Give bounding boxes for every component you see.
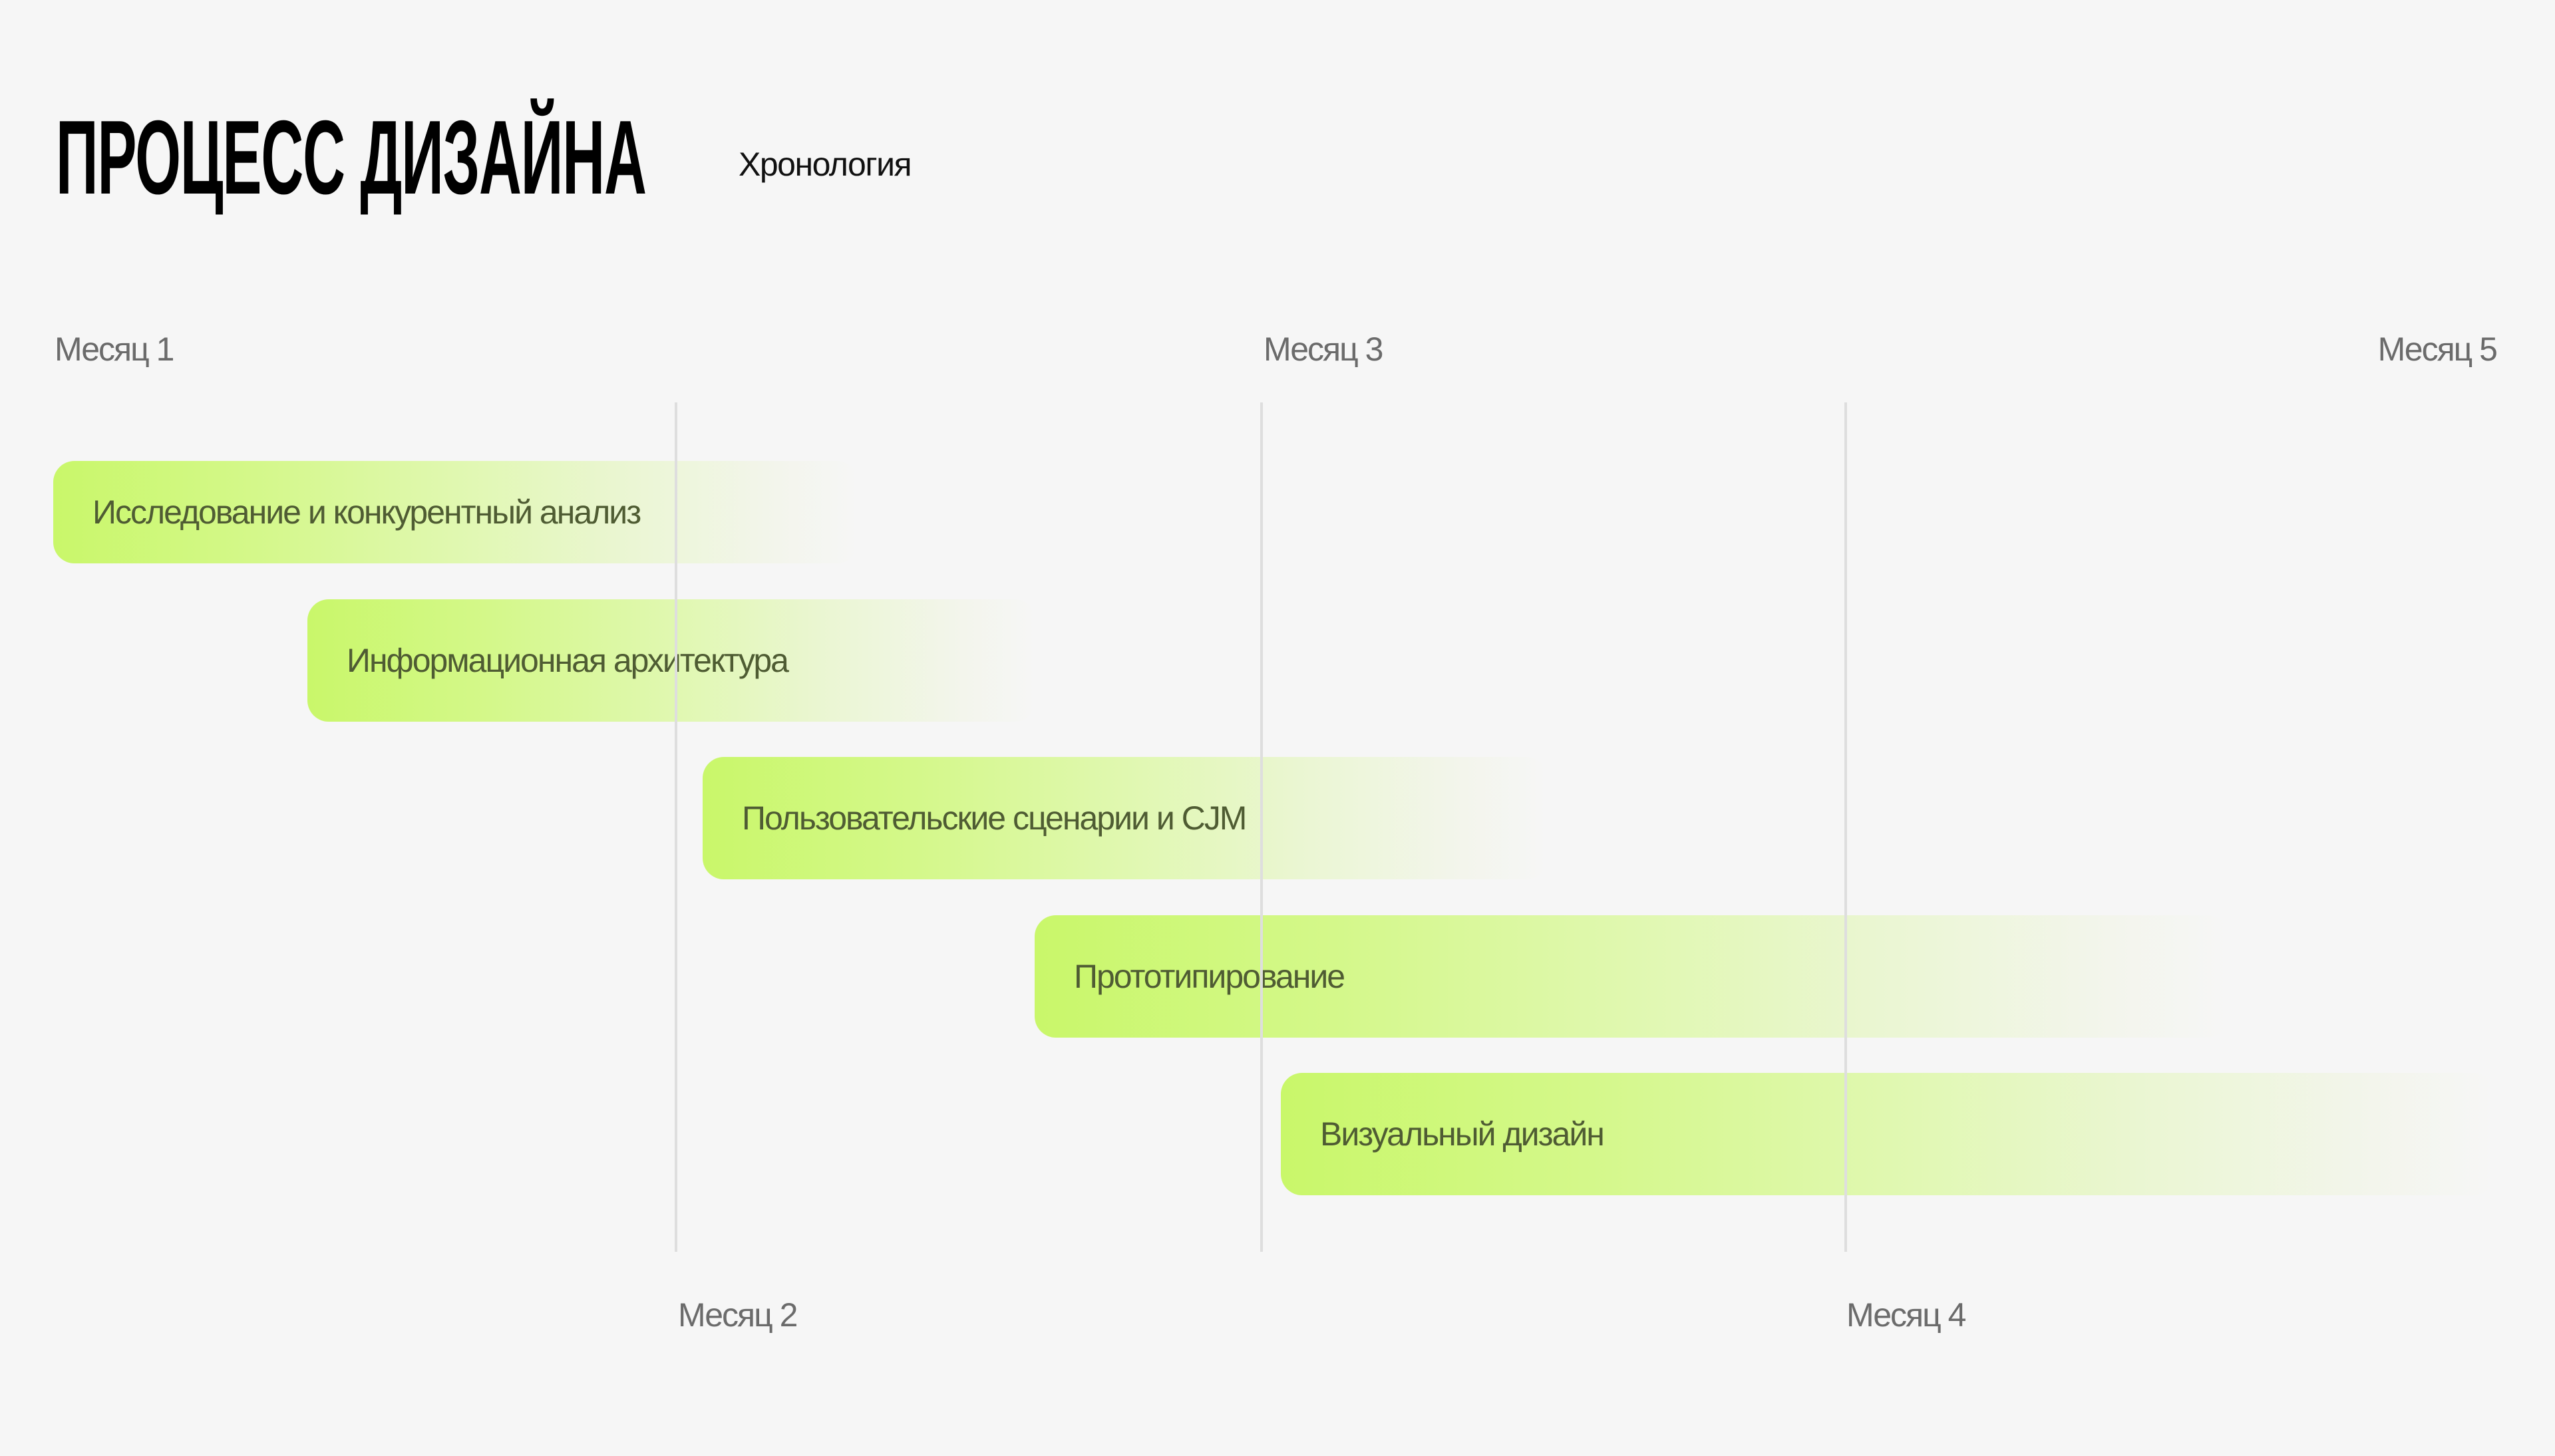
task-label: Информационная архитектура bbox=[347, 642, 789, 679]
task-label: Исследование и конкурентный анализ bbox=[92, 494, 641, 531]
month-label-2: Месяц 2 bbox=[678, 1296, 798, 1334]
task-bar-visual-design[interactable]: Визуальный дизайн bbox=[1281, 1073, 2495, 1195]
task-bar-research[interactable]: Исследование и конкурентный анализ bbox=[53, 461, 858, 563]
task-label: Пользовательские сценарии и CJM bbox=[742, 800, 1247, 837]
gridline-month-3 bbox=[1260, 402, 1263, 1252]
gridline-month-2 bbox=[675, 402, 677, 1252]
month-label-1: Месяц 1 bbox=[55, 331, 174, 368]
task-bar-information-architecture[interactable]: Информационная архитектура bbox=[307, 599, 1036, 722]
gridline-month-4 bbox=[1844, 402, 1847, 1252]
task-label: Прототипирование bbox=[1074, 958, 1345, 995]
task-bar-user-scenarios[interactable]: Пользовательские сценарии и CJM bbox=[703, 757, 1548, 879]
task-label: Визуальный дизайн bbox=[1320, 1115, 1605, 1153]
task-bar-prototyping[interactable]: Прототипирование bbox=[1035, 915, 2229, 1038]
month-label-5: Месяц 5 bbox=[2377, 331, 2498, 368]
month-label-4: Месяц 4 bbox=[1846, 1296, 1966, 1334]
page-title: ПРОЦЕСС ДИЗАЙНА bbox=[56, 99, 647, 216]
month-label-3: Месяц 3 bbox=[1264, 331, 1383, 368]
page-subtitle: Хронология bbox=[739, 146, 912, 183]
